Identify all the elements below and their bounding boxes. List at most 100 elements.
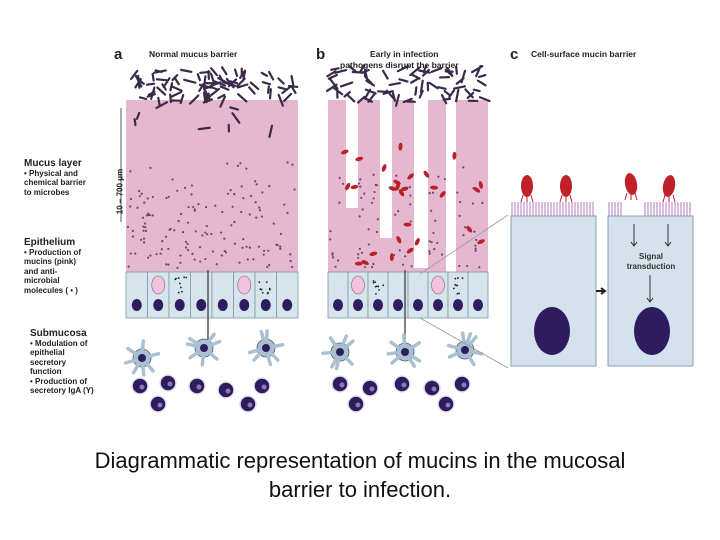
- microbe: [156, 86, 167, 96]
- mucus-layer-heading: Mucus layer: [24, 158, 82, 169]
- microbe: [218, 74, 225, 84]
- pathogen: [477, 239, 485, 245]
- mucin-molecule: [360, 251, 364, 255]
- mucin-molecule: [240, 210, 243, 214]
- mucin-molecule: [198, 246, 202, 249]
- antimicrobial-molecule: [377, 285, 380, 288]
- pathogen: [624, 173, 638, 195]
- mucin-molecule: [161, 239, 164, 243]
- mucus-layer-line: chemical barrier: [24, 178, 86, 188]
- mucin-molecule: [144, 222, 147, 225]
- mucin-molecule: [231, 205, 234, 208]
- microbe: [385, 89, 396, 101]
- submucosa-line: epithelial: [30, 348, 65, 358]
- mucin-molecule: [367, 243, 370, 246]
- mucin-molecule: [214, 204, 217, 207]
- mucin-molecule: [252, 258, 255, 261]
- microbe: [202, 91, 207, 103]
- mucin-molecule: [357, 256, 360, 260]
- microbe: [460, 69, 467, 84]
- microbe: [157, 96, 161, 107]
- pathogen-pilus: [559, 194, 563, 203]
- mucin-molecule: [220, 231, 223, 234]
- microbes-a: [129, 66, 299, 138]
- mucin-molecule: [131, 235, 135, 238]
- microbe: [179, 93, 185, 105]
- microbe: [266, 85, 270, 94]
- mucin-molecule: [358, 247, 361, 250]
- nucleus-left: [534, 307, 570, 355]
- mucin-molecule: [238, 261, 241, 264]
- mucin-molecule: [138, 195, 141, 198]
- antimicrobial-molecule: [375, 292, 377, 295]
- microbe: [475, 64, 482, 78]
- panel-b-title-line1: Early in infection: [370, 49, 439, 59]
- microbe: [229, 106, 240, 111]
- pathogen: [340, 149, 349, 155]
- pathogen: [439, 191, 446, 198]
- microbe: [202, 75, 207, 89]
- pathogen: [354, 261, 363, 266]
- caption-line-2: barrier to infection.: [268, 477, 452, 502]
- mucin-molecule: [409, 220, 412, 223]
- mucin-molecule: [226, 162, 229, 165]
- mucin-molecule: [246, 258, 249, 261]
- microbe: [290, 84, 297, 95]
- zoom-line-bottom: [419, 317, 509, 369]
- mucin-molecule: [179, 261, 182, 265]
- mucin-molecule: [167, 263, 170, 266]
- mucin-molecule: [357, 182, 360, 185]
- mucin-molecule: [331, 256, 335, 259]
- epithelial-cell: [190, 271, 213, 319]
- mucin-molecule: [341, 182, 345, 185]
- mucin-molecule: [359, 185, 362, 188]
- mucus-gap: [446, 100, 456, 298]
- pathogen: [466, 225, 473, 233]
- antimicrobial-molecule: [456, 292, 459, 295]
- nucleus: [196, 299, 207, 311]
- microbe: [394, 93, 400, 107]
- panel-b: [321, 63, 491, 413]
- mucin-molecule: [268, 263, 271, 267]
- mucin-molecule: [129, 170, 132, 173]
- pathogen: [355, 156, 364, 162]
- mucin-molecule: [230, 224, 233, 227]
- epithelial-cell: [467, 271, 489, 319]
- pathogen: [473, 186, 481, 193]
- mucin-molecule: [193, 208, 196, 211]
- microbe: [209, 81, 222, 88]
- mucin-molecule: [221, 210, 224, 214]
- mucin-molecule: [293, 188, 296, 191]
- mucus-molecules-b: [329, 166, 484, 269]
- pathogen: [403, 222, 412, 227]
- mucin-molecule: [372, 262, 375, 266]
- microbe: [169, 82, 174, 92]
- immune-nucleus: [200, 344, 208, 352]
- mucin-molecule: [398, 249, 401, 252]
- microbe: [231, 112, 241, 124]
- microbe: [464, 88, 474, 99]
- mucin-molecule: [184, 246, 188, 249]
- mucin-molecule: [428, 252, 431, 255]
- mucin-molecule: [337, 259, 340, 262]
- antimicrobial-molecule: [258, 281, 261, 284]
- microbe: [203, 85, 212, 90]
- mucin-molecule: [186, 249, 190, 252]
- microbe: [281, 85, 292, 95]
- mucin-molecule: [459, 200, 462, 204]
- pathogen: [396, 235, 402, 244]
- microbe: [268, 70, 275, 81]
- mucin-molecule: [478, 266, 481, 269]
- plasma-cell-spot: [196, 384, 202, 390]
- mucin-molecule: [410, 265, 413, 268]
- mucin-molecule: [236, 164, 240, 167]
- microbe: [444, 68, 454, 78]
- mucus-layer-line: to microbes: [24, 187, 70, 197]
- mucin-molecule: [143, 241, 146, 244]
- submucosa-b: [321, 270, 484, 413]
- barrier-disruptions: [346, 100, 456, 298]
- mucin-molecule: [363, 192, 366, 195]
- mucin-molecule: [367, 228, 370, 231]
- microbe: [261, 81, 272, 86]
- nucleus: [353, 299, 363, 311]
